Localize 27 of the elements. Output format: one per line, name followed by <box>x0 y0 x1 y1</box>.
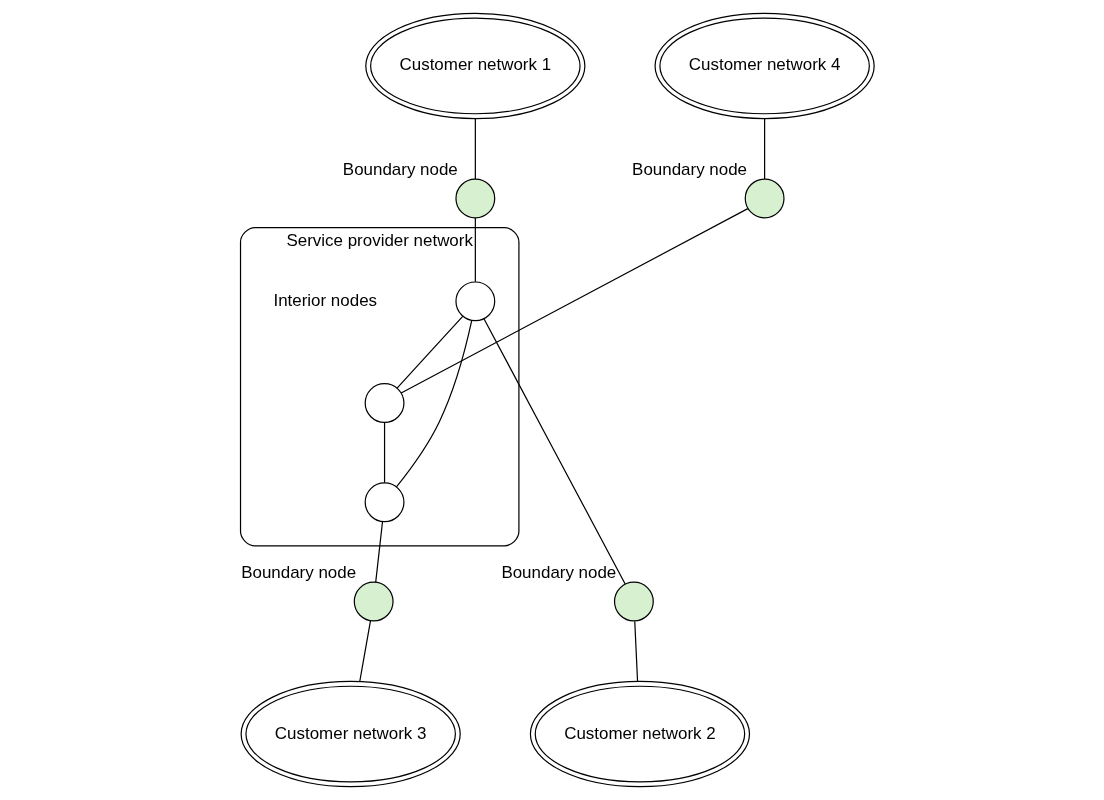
node-circle <box>364 482 405 523</box>
node-ellipse: Customer network 3 <box>240 680 461 788</box>
node-label: Boundary node <box>240 562 356 582</box>
connector <box>400 208 748 394</box>
node-label: Boundary node <box>500 562 616 582</box>
node-circle <box>744 178 785 219</box>
node-circle <box>454 281 495 322</box>
node-ellipse: Customer network 2 <box>529 680 750 788</box>
node-ellipse: Customer network 4 <box>653 12 875 120</box>
connector <box>395 320 472 488</box>
connector <box>763 118 765 180</box>
connector <box>474 118 476 180</box>
connector <box>374 521 383 583</box>
connector <box>483 318 626 585</box>
connector <box>383 421 385 484</box>
connector <box>395 315 463 389</box>
node-circle <box>364 383 405 423</box>
node-circle <box>353 581 394 622</box>
node-circle <box>454 178 495 219</box>
node-ellipse: Customer network 1 <box>364 12 585 120</box>
node-label: Boundary node <box>342 159 458 179</box>
connector <box>474 217 476 283</box>
label: Interior nodes <box>272 290 377 310</box>
node-label: Boundary node <box>631 159 747 179</box>
node-circle <box>613 581 654 622</box>
connector <box>633 620 638 682</box>
connector <box>358 620 371 682</box>
